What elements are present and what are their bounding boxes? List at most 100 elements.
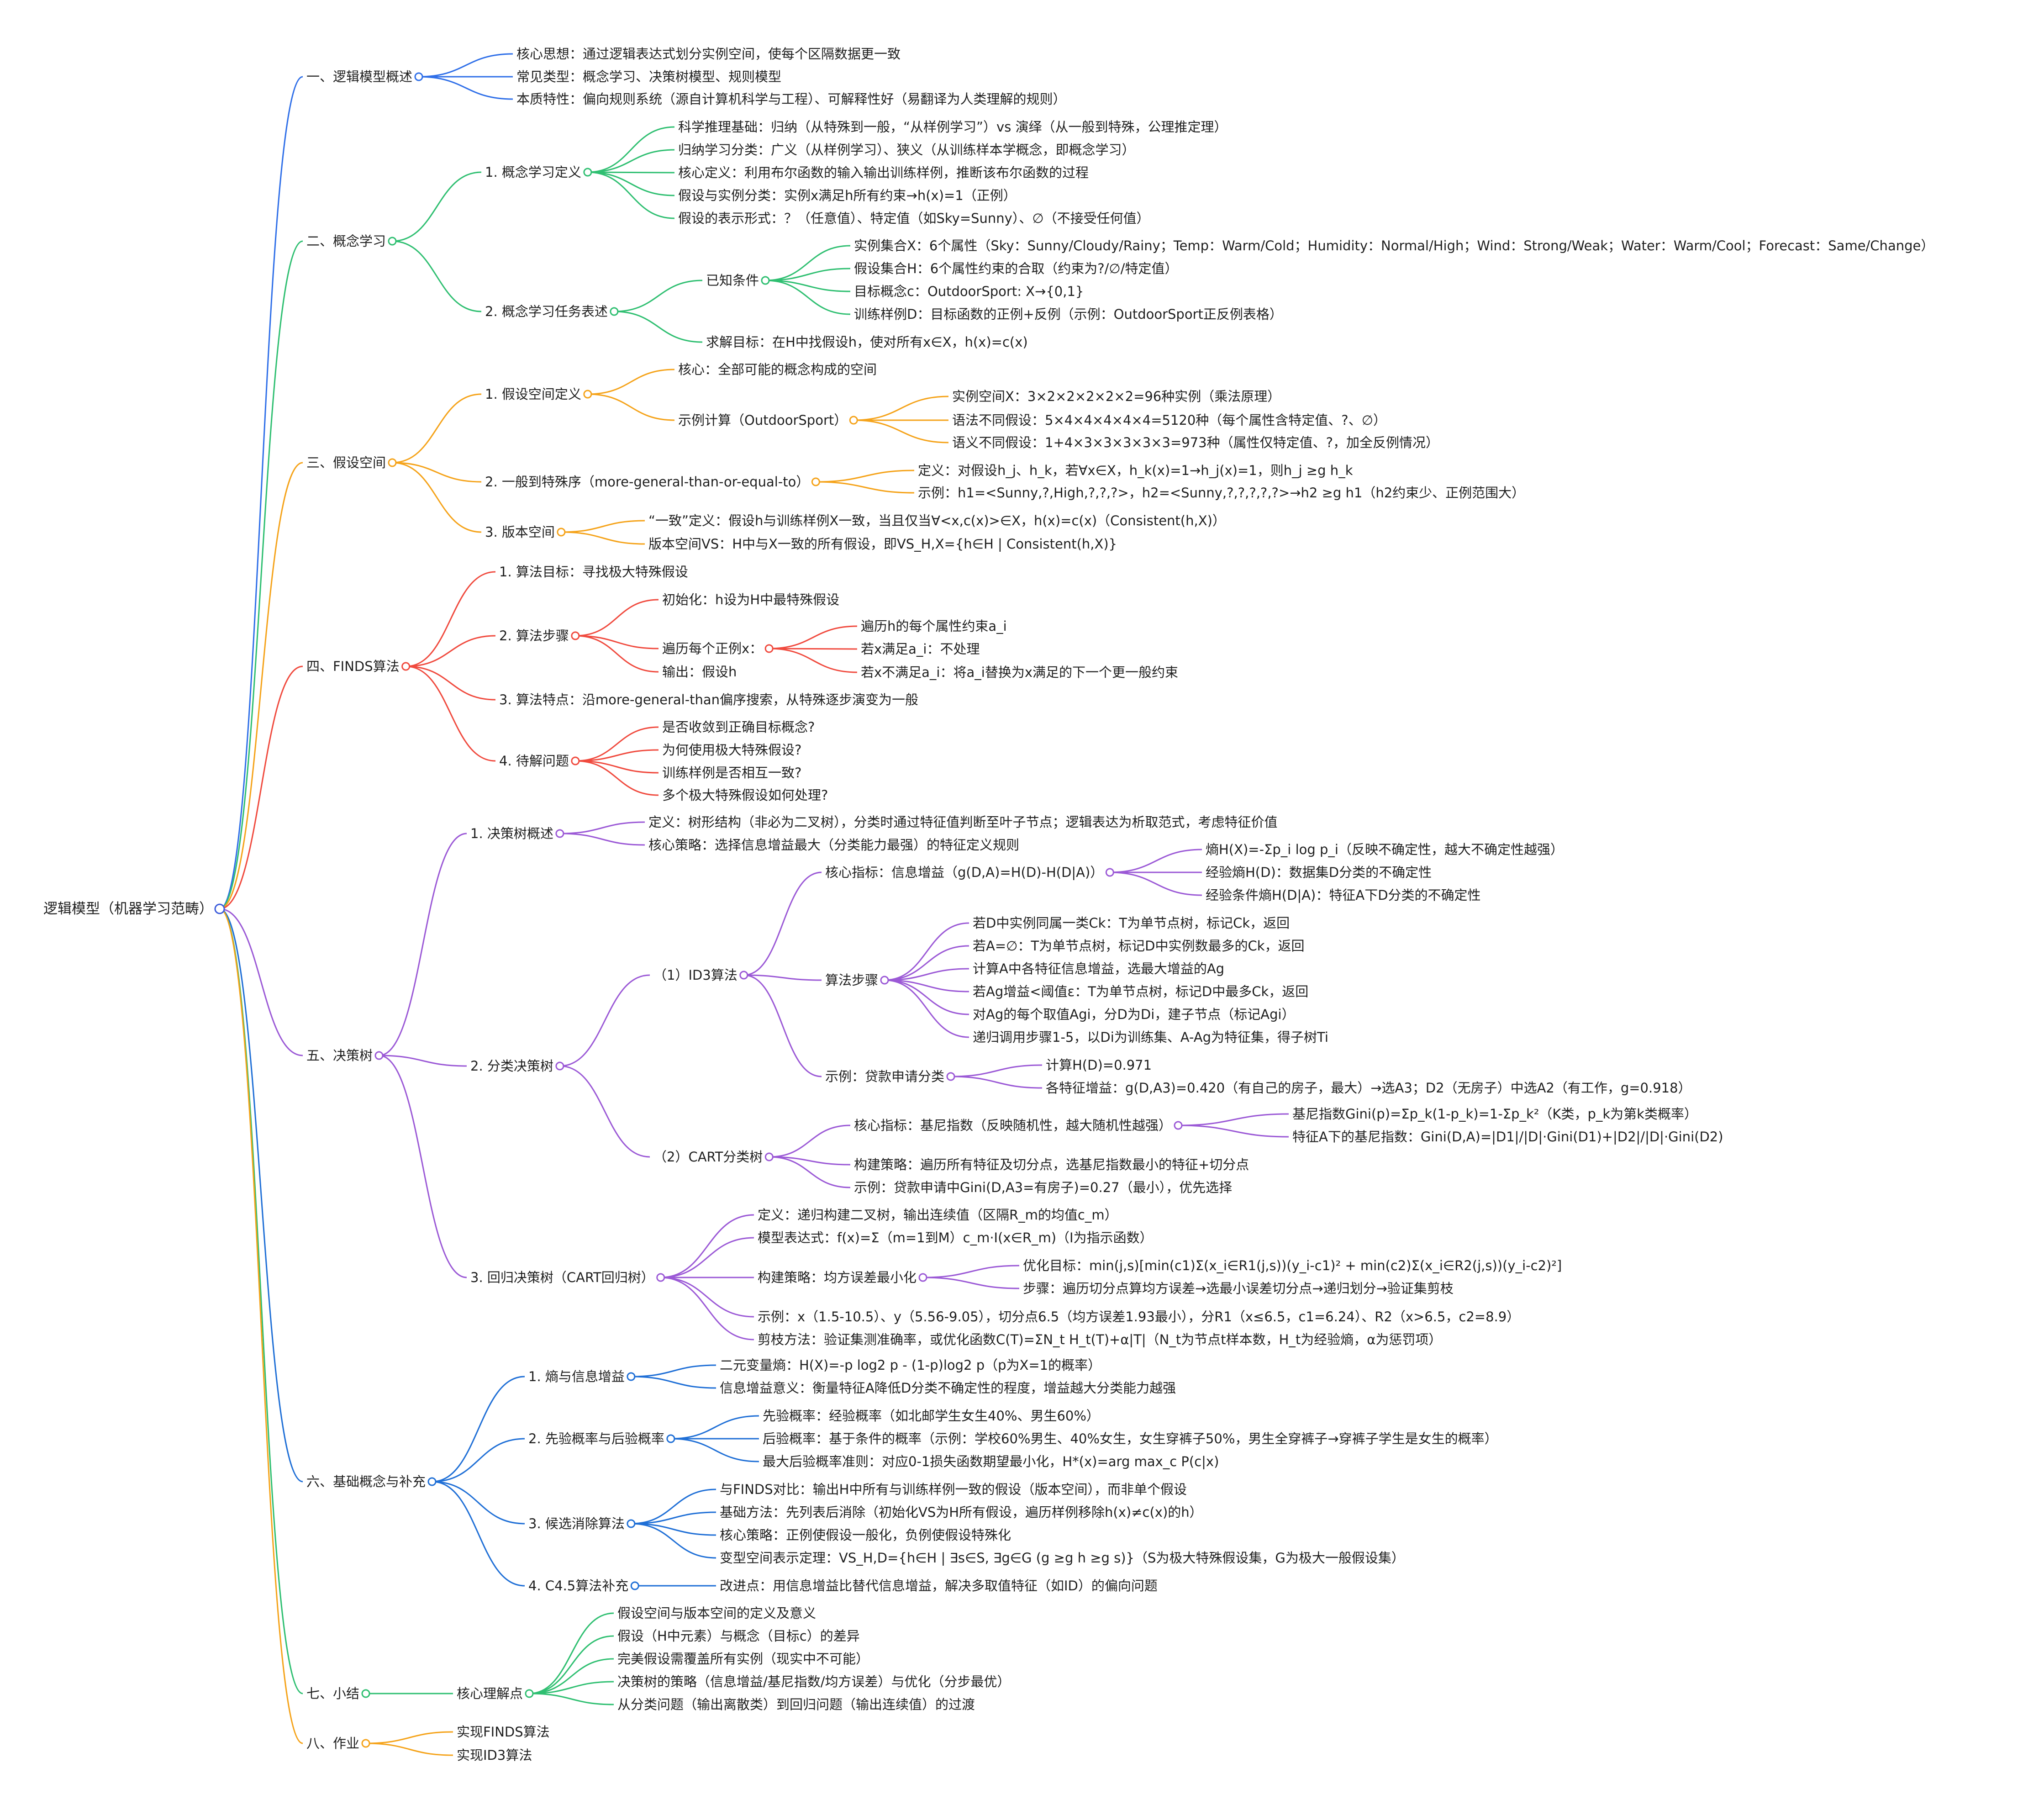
b4-problem-3[interactable]: 训练样例是否相互一致? [662, 765, 802, 781]
root-topic[interactable]: 逻辑模型（机器学习范畴） [43, 901, 213, 917]
b6-prob-2[interactable]: 后验概率：基于条件的概率（示例：学校60%男生、40%女生，女生穿裤子50%，男… [763, 1431, 1498, 1446]
b5-id3-metric-2[interactable]: 经验熵H(D)：数据集D分类的不确定性 [1206, 865, 1432, 880]
b5-cart-metric-1[interactable]: 基尼指数Gini(p)=Σp_k(1-p_k)=1-Σp_k²（K类，p_k为第… [1292, 1106, 1697, 1122]
branch-3[interactable]: 三、假设空间 [306, 455, 386, 470]
collapse-toggle-icon[interactable] [571, 631, 580, 640]
b1-item-2[interactable]: 常见类型：概念学习、决策树模型、规则模型 [516, 69, 782, 84]
b5-overview-2[interactable]: 核心策略：选择信息增益最大（分类能力最强）的特征定义规则 [648, 837, 1020, 853]
b5-reg-strategy[interactable]: 构建策略：均方误差最小化 [758, 1270, 917, 1285]
b7-point-4[interactable]: 决策树的策略（信息增益/基尼指数/均方误差）与优化（分步最优） [617, 1674, 1011, 1689]
b6-candidate[interactable]: 3. 候选消除算法 [528, 1516, 625, 1531]
collapse-toggle-icon[interactable] [946, 1072, 955, 1081]
collapse-toggle-icon[interactable] [214, 903, 225, 914]
collapse-toggle-icon[interactable] [555, 1061, 564, 1071]
b4-iterate[interactable]: 遍历每个正例x： [662, 641, 763, 656]
b5-id3-metric-3[interactable]: 经验条件熵H(D|A)：特征A下D分类的不确定性 [1206, 887, 1481, 903]
collapse-toggle-icon[interactable] [571, 756, 580, 765]
b3-order-1[interactable]: 定义：对假设h_j、h_k，若∀x∈X，h_k(x)=1→h_j(x)=1，则h… [918, 463, 1353, 478]
b5-cart[interactable]: （2）CART分类树 [653, 1149, 763, 1165]
b5-reg-strategy-2[interactable]: 步骤：遍历切分点算均方误差→选最小误差切分点→递归划分→验证集剪枝 [1023, 1281, 1454, 1296]
b3-example-3[interactable]: 语义不同假设：1+4×3×3×3×3×3=973种（属性仅特定值、?，加全反例情… [952, 435, 1439, 450]
b7-point-3[interactable]: 完美假设需覆盖所有实例（现实中不可能） [617, 1651, 869, 1667]
b2-def-2[interactable]: 归纳学习分类：广义（从样例学习）、狭义（从训练样本学概念，即概念学习） [678, 142, 1135, 158]
b6-prob-3[interactable]: 最大后验概率准则：对应0-1损失函数期望最小化，H*(x)=arg max_c … [763, 1454, 1219, 1469]
collapse-toggle-icon[interactable] [764, 1152, 774, 1161]
b5-id3-step-3[interactable]: 计算A中各特征信息增益，选最大增益的Ag [973, 961, 1225, 976]
b3-vs-2[interactable]: 版本空间VS：H中与X一致的所有假设，即VS_H,X={h∈H | Consis… [648, 536, 1117, 552]
b5-id3-steps[interactable]: 算法步骤 [825, 972, 879, 988]
collapse-toggle-icon[interactable] [361, 1689, 370, 1698]
b5-id3-metric-1[interactable]: 熵H(X)=-Σp_i log p_i（反映不确定性，越大不确定性越强） [1206, 842, 1564, 857]
b5-cart-metric[interactable]: 核心指标：基尼指数（反映随机性，越大随机性越强） [854, 1118, 1172, 1133]
b7-point-5[interactable]: 从分类问题（输出离散类）到回归问题（输出连续值）的过渡 [617, 1697, 975, 1712]
collapse-toggle-icon[interactable] [918, 1273, 927, 1282]
b3-example-2[interactable]: 语法不同假设：5×4×4×4×4×4=5120种（每个属性含特定值、?、∅） [952, 412, 1386, 428]
b5-id3-step-6[interactable]: 递归调用步骤1-5，以Di为训练集、A-Ag为特征集，得子树Ti [973, 1029, 1328, 1045]
b5-id3-step-1[interactable]: 若D中实例同属一类Ck：T为单节点树，标记Ck，返回 [973, 915, 1290, 931]
b2-task[interactable]: 2. 概念学习任务表述 [485, 304, 608, 319]
collapse-toggle-icon[interactable] [525, 1689, 534, 1698]
b6-candidate-1[interactable]: 与FINDS对比：输出H中所有与训练样例一致的假设（版本空间），而非单个假设 [720, 1482, 1187, 1497]
b4-problem-2[interactable]: 为何使用极大特殊假设? [662, 742, 802, 758]
b6-c45[interactable]: 4. C4.5算法补充 [528, 1578, 629, 1594]
b5-id3-metric[interactable]: 核心指标：信息增益（g(D,A)=H(D)-H(D|A)） [825, 865, 1104, 880]
branch-2[interactable]: 二、概念学习 [306, 233, 386, 249]
b6-entropy-2[interactable]: 信息增益意义：衡量特征A降低D分类不确定性的程度，增益越大分类能力越强 [720, 1380, 1176, 1396]
b3-vs-1[interactable]: “一致”定义：假设h与训练样例X一致，当且仅当∀<x,c(x)>∈X，h(x)=… [648, 513, 1226, 528]
b5-overview-1[interactable]: 定义：树形结构（非必为二叉树），分类时通过特征值判断至叶子节点；逻辑表达为析取范… [648, 814, 1278, 830]
collapse-toggle-icon[interactable] [374, 1051, 384, 1060]
b2-goal[interactable]: 求解目标：在H中找假设h，使对所有x∈X，h(x)=c(x) [706, 334, 1028, 350]
collapse-toggle-icon[interactable] [1174, 1121, 1183, 1130]
collapse-toggle-icon[interactable] [610, 307, 619, 316]
b4-problems[interactable]: 4. 待解问题 [499, 753, 569, 769]
b4-iterate-1[interactable]: 遍历h的每个属性约束a_i [861, 618, 1007, 634]
collapse-toggle-icon[interactable] [361, 1739, 370, 1748]
b7-point-2[interactable]: 假设（H中元素）与概念（目标c）的差异 [617, 1628, 860, 1644]
b7-point-1[interactable]: 假设空间与版本空间的定义及意义 [617, 1605, 817, 1621]
b5-id3-step-2[interactable]: 若A=∅：T为单节点树，标记D中实例数最多的Ck，返回 [973, 938, 1305, 954]
b5-regression[interactable]: 3. 回归决策树（CART回归树） [470, 1270, 654, 1285]
collapse-toggle-icon[interactable] [401, 662, 411, 671]
b5-cart-metric-2[interactable]: 特征A下的基尼指数：Gini(D,A)=|D1|/|D|·Gini(D1)+|D… [1292, 1129, 1723, 1145]
b4-feature[interactable]: 3. 算法特点：沿more-general-than偏序搜索，从特殊逐步演变为一… [499, 692, 919, 707]
branch-1[interactable]: 一、逻辑模型概述 [306, 69, 413, 84]
collapse-toggle-icon[interactable] [764, 644, 774, 653]
b2-def-4[interactable]: 假设与实例分类：实例x满足h所有约束→h(x)=1（正例） [678, 188, 1017, 203]
collapse-toggle-icon[interactable] [666, 1434, 675, 1443]
b3-vs[interactable]: 3. 版本空间 [485, 524, 555, 540]
collapse-toggle-icon[interactable] [388, 458, 397, 467]
b2-def-5[interactable]: 假设的表示形式：？（任意值）、特定值（如Sky=Sunny）、∅（不接受任何值） [678, 211, 1150, 226]
b3-def[interactable]: 1. 假设空间定义 [485, 386, 581, 402]
b5-classify[interactable]: 2. 分类决策树 [470, 1058, 553, 1074]
branch-7[interactable]: 七、小结 [306, 1686, 360, 1701]
b5-reg-example[interactable]: 示例：x（1.5-10.5）、y（5.56-9.05），切分点6.5（均方误差1… [758, 1309, 1520, 1325]
b2-known-3[interactable]: 目标概念c：OutdoorSport: X→{0,1} [854, 284, 1084, 299]
b2-def-1[interactable]: 科学推理基础：归纳（从特殊到一般，“从样例学习”）vs 演绎（从一般到特殊，公理… [678, 119, 1227, 135]
b5-reg-prune[interactable]: 剪枝方法：验证集测准确率，或优化函数C(T)=ΣN_t H_t(T)+α|T|（… [758, 1332, 1442, 1347]
collapse-toggle-icon[interactable] [557, 528, 566, 537]
collapse-toggle-icon[interactable] [739, 971, 748, 980]
b2-known-1[interactable]: 实例集合X：6个属性（Sky：Sunny/Cloudy/Rainy；Temp：W… [854, 238, 1934, 253]
b4-init[interactable]: 初始化：h设为H中最特殊假设 [662, 592, 840, 607]
collapse-toggle-icon[interactable] [627, 1519, 636, 1528]
b2-definition[interactable]: 1. 概念学习定义 [485, 164, 581, 180]
b2-known-4[interactable]: 训练样例D：目标函数的正例+反例（示例：OutdoorSport正反例表格） [854, 306, 1283, 322]
collapse-toggle-icon[interactable] [427, 1477, 437, 1486]
collapse-toggle-icon[interactable] [761, 276, 770, 285]
collapse-toggle-icon[interactable] [583, 168, 592, 177]
b2-def-3[interactable]: 核心定义：利用布尔函数的输入输出训练样例，推断该布尔函数的过程 [678, 165, 1089, 180]
b6-candidate-4[interactable]: 变型空间表示定理：VS_H,D={h∈H | ∃s∈S, ∃g∈G (g ≥g … [720, 1550, 1405, 1566]
b4-output[interactable]: 输出：假设h [662, 664, 737, 680]
collapse-toggle-icon[interactable] [811, 477, 820, 486]
b8-task-1[interactable]: 实现FINDS算法 [457, 1724, 550, 1740]
b3-order-2[interactable]: 示例：h1=<Sunny,?,High,?,?,?>，h2=<Sunny,?,?… [918, 485, 1525, 501]
b3-order[interactable]: 2. 一般到特殊序（more-general-than-or-equal-to） [485, 474, 810, 490]
b6-prob[interactable]: 2. 先验概率与后验概率 [528, 1431, 664, 1446]
collapse-toggle-icon[interactable] [583, 390, 592, 399]
b2-known-2[interactable]: 假设集合H：6个属性约束的合取（约束为?/∅/特定值） [854, 261, 1178, 276]
collapse-toggle-icon[interactable] [1105, 868, 1114, 877]
b4-iterate-2[interactable]: 若x满足a_i：不处理 [861, 641, 980, 657]
b5-id3-example[interactable]: 示例：贷款申请分类 [825, 1069, 945, 1084]
b7-points[interactable]: 核心理解点 [457, 1686, 523, 1701]
b2-known[interactable]: 已知条件 [706, 273, 759, 288]
